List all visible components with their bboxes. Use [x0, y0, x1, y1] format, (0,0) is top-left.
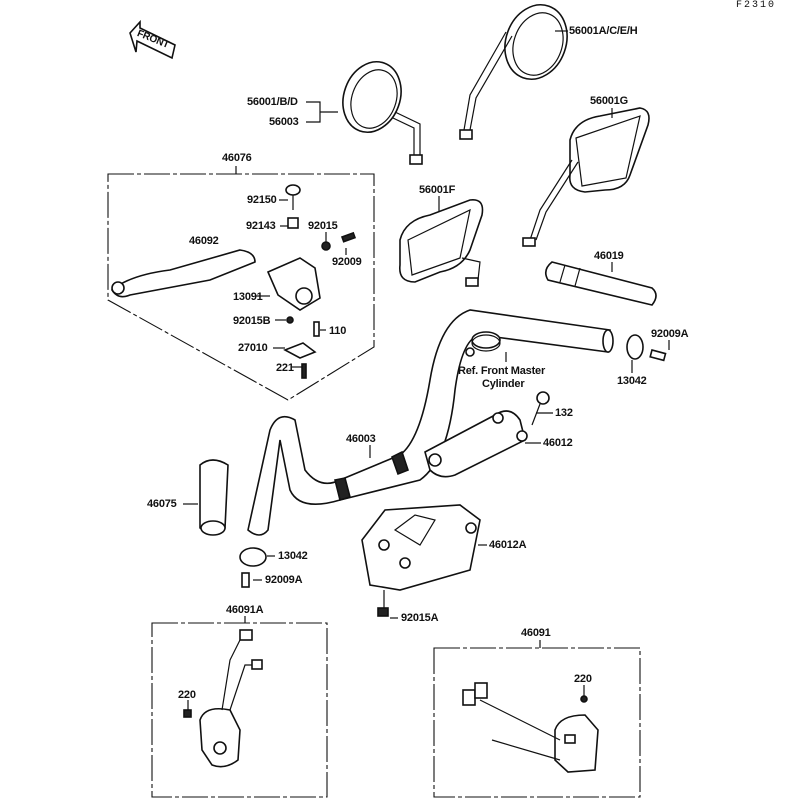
end-weight-right	[626, 334, 667, 362]
part-label-27010: 27010	[238, 342, 268, 354]
part-label-221: 221	[276, 362, 294, 374]
part-label-13042-left: 13042	[278, 550, 308, 562]
holder-upper	[424, 391, 550, 478]
part-label-56003: 56003	[269, 116, 299, 128]
figure-code: F2310	[736, 0, 777, 11]
reference-note-line1: Ref. Front Master	[458, 365, 546, 377]
part-label-56001acEH: 56001A/C/E/H	[569, 25, 638, 37]
front-arrow-icon	[129, 19, 176, 60]
part-label-110: 110	[329, 325, 347, 337]
part-label-46019: 46019	[594, 250, 624, 262]
master-cylinder-clamp	[465, 331, 501, 357]
part-label-13042-right: 13042	[617, 375, 647, 387]
part-label-92015b: 92015B	[233, 315, 271, 327]
part-label-46076: 46076	[222, 152, 252, 164]
reference-note-line2: Cylinder	[482, 378, 525, 390]
part-label-220-left: 220	[178, 689, 196, 701]
part-label-92009a-right: 92009A	[651, 328, 689, 340]
part-label-56001f: 56001F	[419, 184, 456, 196]
switch-right-assembly	[433, 640, 641, 798]
clutch-lever-assembly	[107, 166, 375, 401]
part-label-220-right: 220	[574, 673, 592, 685]
part-label-92015: 92015	[308, 220, 338, 232]
grip-right	[544, 261, 657, 306]
mirror-round-left	[342, 61, 423, 165]
part-label-132: 132	[555, 407, 573, 419]
part-label-46092: 46092	[189, 235, 219, 247]
mirror-rect-f	[398, 198, 484, 287]
part-label-92015a: 92015A	[401, 612, 439, 624]
part-label-46075: 46075	[147, 498, 177, 510]
part-label-92009: 92009	[332, 256, 362, 268]
part-label-13091: 13091	[233, 291, 263, 303]
holder-lower	[361, 504, 481, 617]
part-label-56001bd: 56001/B/D	[247, 96, 298, 108]
part-label-92009a-left: 92009A	[265, 574, 303, 586]
switch-left-assembly	[151, 616, 328, 798]
part-label-56001g: 56001G	[590, 95, 628, 107]
part-label-46012a: 46012A	[489, 539, 527, 551]
leader-lines	[183, 30, 670, 710]
part-label-92150: 92150	[247, 194, 277, 206]
mirror-round-upper	[459, 4, 568, 140]
handlebar	[247, 309, 614, 536]
part-label-46003: 46003	[346, 433, 376, 445]
part-label-46091: 46091	[521, 627, 551, 639]
end-weight-left	[239, 547, 267, 588]
mirror-rect-g	[522, 107, 650, 247]
part-label-92143: 92143	[246, 220, 276, 232]
part-label-46012: 46012	[543, 437, 573, 449]
part-label-46091a: 46091A	[226, 604, 264, 616]
grip-left	[199, 459, 229, 536]
